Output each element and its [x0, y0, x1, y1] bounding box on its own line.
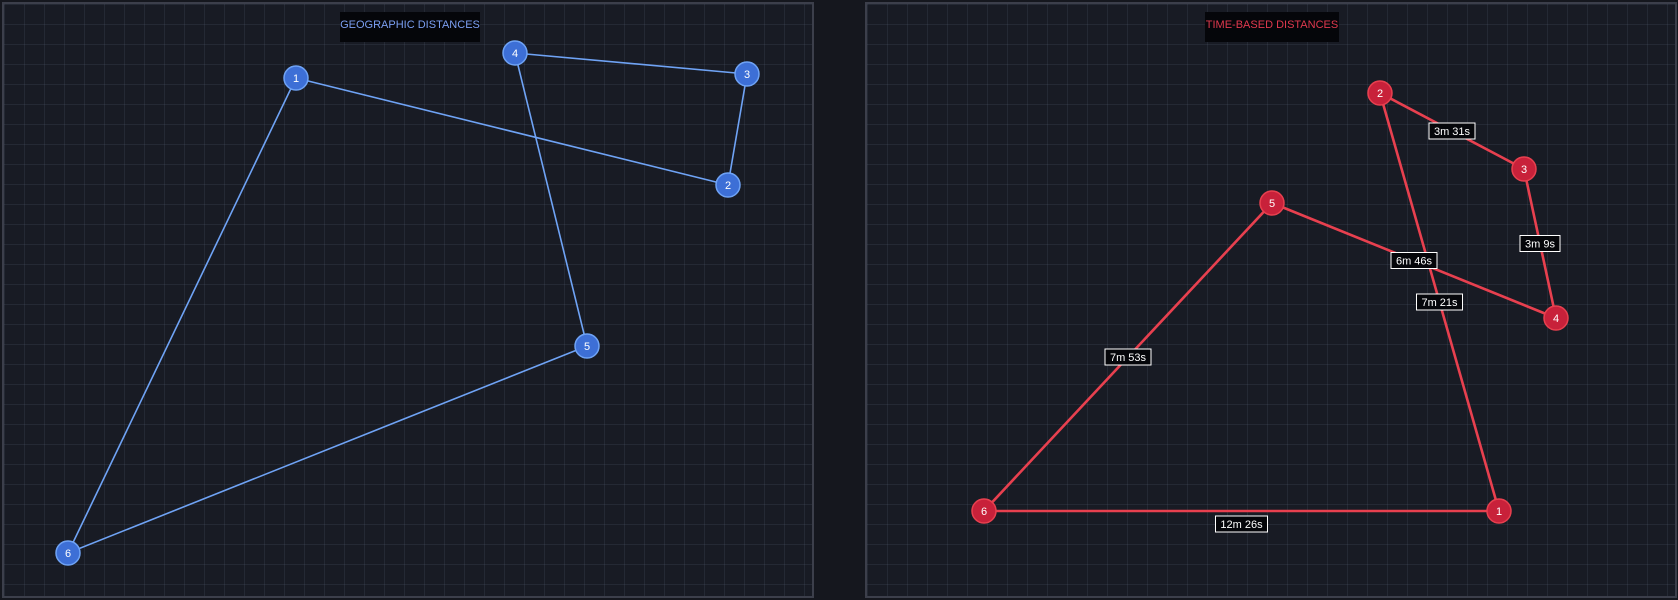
edge-label-text: 3m 31s: [1434, 126, 1471, 138]
node-4: 4: [502, 40, 528, 66]
node-circle: [734, 61, 760, 87]
edge-5-6: [67, 345, 588, 554]
time-panel-title: TIME-BASED DISTANCES: [1205, 12, 1339, 42]
node-circle: [283, 65, 309, 91]
node-label: 3: [744, 69, 750, 81]
node-2: 2: [1367, 80, 1393, 106]
node-label: 1: [1496, 506, 1502, 518]
node-6: 6: [971, 498, 997, 524]
node-1: 1: [1486, 498, 1512, 524]
node-label: 4: [512, 48, 518, 60]
node-label: 6: [981, 506, 987, 518]
edge-label-box: [1428, 122, 1476, 140]
node-circle: [502, 40, 528, 66]
edge-label-4-5: 6m 46s: [1390, 252, 1438, 269]
edge-1-2: [295, 77, 729, 186]
node-6: 6: [55, 540, 81, 566]
edge-label-3-4: 3m 9s: [1519, 235, 1561, 252]
edge-label-box: [1215, 515, 1268, 533]
edge-6-1: [67, 77, 297, 554]
edge-label-text: 6m 46s: [1396, 256, 1433, 268]
node-label: 4: [1553, 313, 1559, 325]
geographic-panel-title: GEOGRAPHIC DISTANCES: [340, 12, 480, 42]
node-circle: [715, 172, 741, 198]
node-label: 5: [1269, 198, 1275, 210]
edge-label-box: [1104, 348, 1152, 366]
node-2: 2: [715, 172, 741, 198]
node-circle: [1259, 190, 1285, 216]
edge-label-5-6: 7m 53s: [1104, 348, 1152, 366]
node-5: 5: [574, 333, 600, 359]
node-circle: [1543, 305, 1569, 331]
edge-label-1-2: 7m 21s: [1416, 293, 1463, 311]
node-3: 3: [734, 61, 760, 87]
edge-2-3: [727, 73, 748, 186]
node-label: 1: [293, 73, 299, 85]
node-circle: [1367, 80, 1393, 106]
node-circle: [1486, 498, 1512, 524]
edge-label-6-1: 12m 26s: [1215, 515, 1268, 533]
node-circle: [971, 498, 997, 524]
geographic-distances-panel: GEOGRAPHIC DISTANCES 1 2 3 4 5 6: [2, 2, 814, 598]
node-5: 5: [1259, 190, 1285, 216]
edge-label-text: 7m 53s: [1110, 352, 1147, 364]
node-label: 3: [1521, 164, 1527, 176]
edge-label-box: [1390, 252, 1438, 269]
time-graph: 7m 21s 3m 31s 3m 9s 6m 46s 7m 53s 12m 26s 1 2 3…: [971, 80, 1569, 533]
edge-label-box: [1519, 235, 1561, 252]
edge-label-text: 12m 26s: [1220, 519, 1263, 531]
node-circle: [574, 333, 600, 359]
node-label: 5: [584, 341, 590, 353]
node-3: 3: [1511, 156, 1537, 182]
edge-3-4: [514, 52, 748, 75]
edge-label-box: [1416, 293, 1463, 311]
node-label: 6: [65, 548, 71, 560]
time-distances-panel: TIME-BASED DISTANCES 7m 21s 3m 31s 3m 9s 6m…: [865, 2, 1677, 598]
node-circle: [55, 540, 81, 566]
geographic-graph: 1 2 3 4 5 6: [55, 40, 760, 566]
node-label: 2: [1377, 88, 1383, 100]
node-circle: [1511, 156, 1537, 182]
node-1: 1: [283, 65, 309, 91]
edge-4-5: [514, 52, 588, 347]
edge-label-text: 3m 9s: [1525, 239, 1555, 251]
node-4: 4: [1543, 305, 1569, 331]
edge-label-text: 7m 21s: [1421, 297, 1458, 309]
node-label: 2: [725, 180, 731, 192]
edge-label-2-3: 3m 31s: [1428, 122, 1476, 140]
